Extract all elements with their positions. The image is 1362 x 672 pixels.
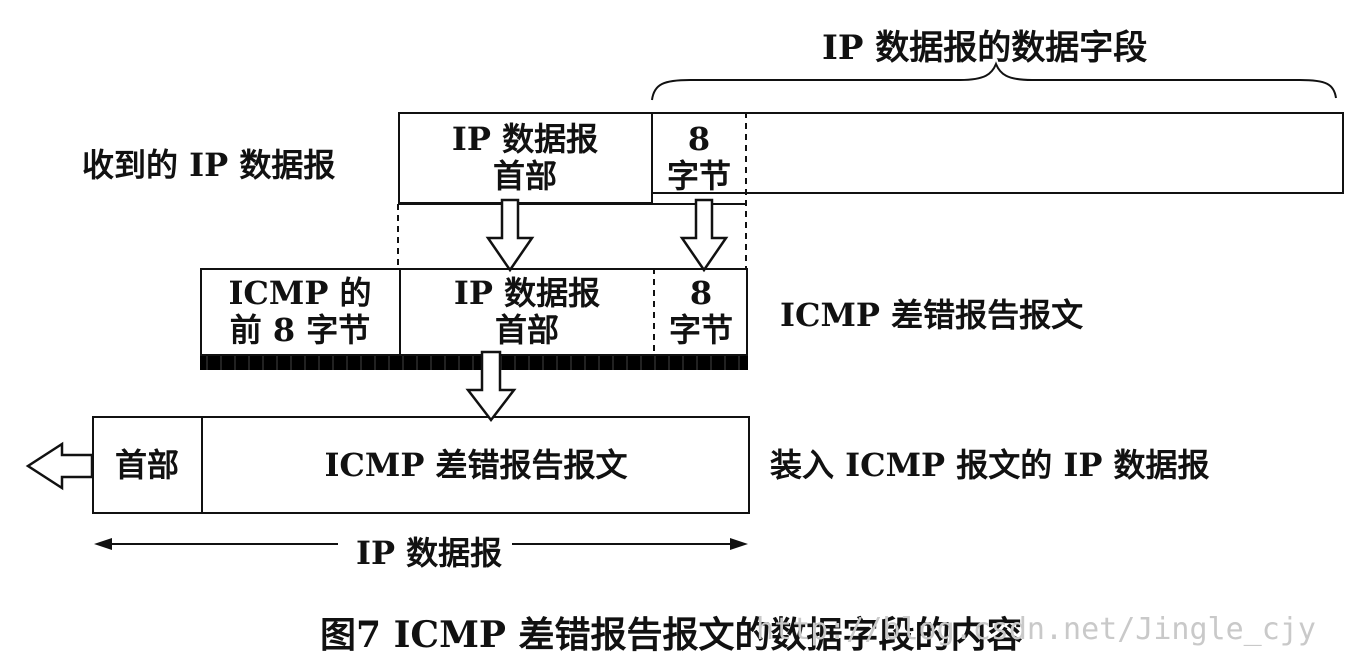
icmp-error-message-label: ICMP 差错报告报文 xyxy=(780,296,1084,334)
received-ip-datagram-label: 收到的 IP 数据报 xyxy=(82,146,336,184)
received-datagram-data-box xyxy=(652,112,1344,194)
icmp-first-line1: ICMP 的 xyxy=(228,274,372,313)
encapsulating-body-cell: ICMP 差错报告报文 xyxy=(324,445,628,484)
encapsulating-header-cell: 首部 xyxy=(114,445,179,484)
encapsulating-datagram-label: 装入 ICMP 报文的 IP 数据报 xyxy=(770,446,1210,484)
icmp-header-line1: IP 数据报 xyxy=(453,274,601,313)
icmp-error-message-box xyxy=(200,268,748,356)
icmp-eight-line2: 字节 xyxy=(668,311,733,349)
received-eight-line2: 字节 xyxy=(666,157,731,195)
icmp-first-8-bytes-cell: ICMP 的 前 8 字节 xyxy=(200,268,400,356)
icmp-copied-8-bytes-cell: 8 字节 xyxy=(654,268,748,356)
received-eight-line1: 8 xyxy=(687,120,711,159)
watermark: http://blog.csdn.net/Jingle_cjy xyxy=(756,612,1316,647)
received-first-8-bytes-cell: 8 字节 xyxy=(652,112,746,204)
send-left-arrow xyxy=(25,441,94,491)
header-copy-down-arrow xyxy=(485,198,535,273)
data-field-brace xyxy=(651,61,1337,101)
received-header-line1: IP 数据报 xyxy=(451,120,599,159)
span-arrowhead-right xyxy=(730,538,748,550)
icmp-header-line2: 首部 xyxy=(494,311,559,349)
span-arrowhead-left xyxy=(94,538,112,550)
eight-bytes-copy-down-arrow xyxy=(679,198,729,273)
icmp-copied-header-cell: IP 数据报 首部 xyxy=(400,268,654,356)
ip-datagram-span-label: IP 数据报 xyxy=(346,528,513,574)
encapsulate-down-arrow xyxy=(465,350,517,423)
icmp-first-line2: 前 8 字节 xyxy=(229,311,371,349)
received-datagram-header-box xyxy=(398,112,652,204)
received-datagram-header-cell: IP 数据报 首部 xyxy=(398,112,652,204)
received-header-line2: 首部 xyxy=(492,157,557,195)
figure-caption: 图7 ICMP 差错报告报文的数据字段的内容 xyxy=(320,614,1023,656)
icmp-message-shadow xyxy=(200,356,748,370)
icmp-eight-line1: 8 xyxy=(689,274,713,313)
top-brace-label: IP 数据报的数据字段 xyxy=(822,28,1148,68)
